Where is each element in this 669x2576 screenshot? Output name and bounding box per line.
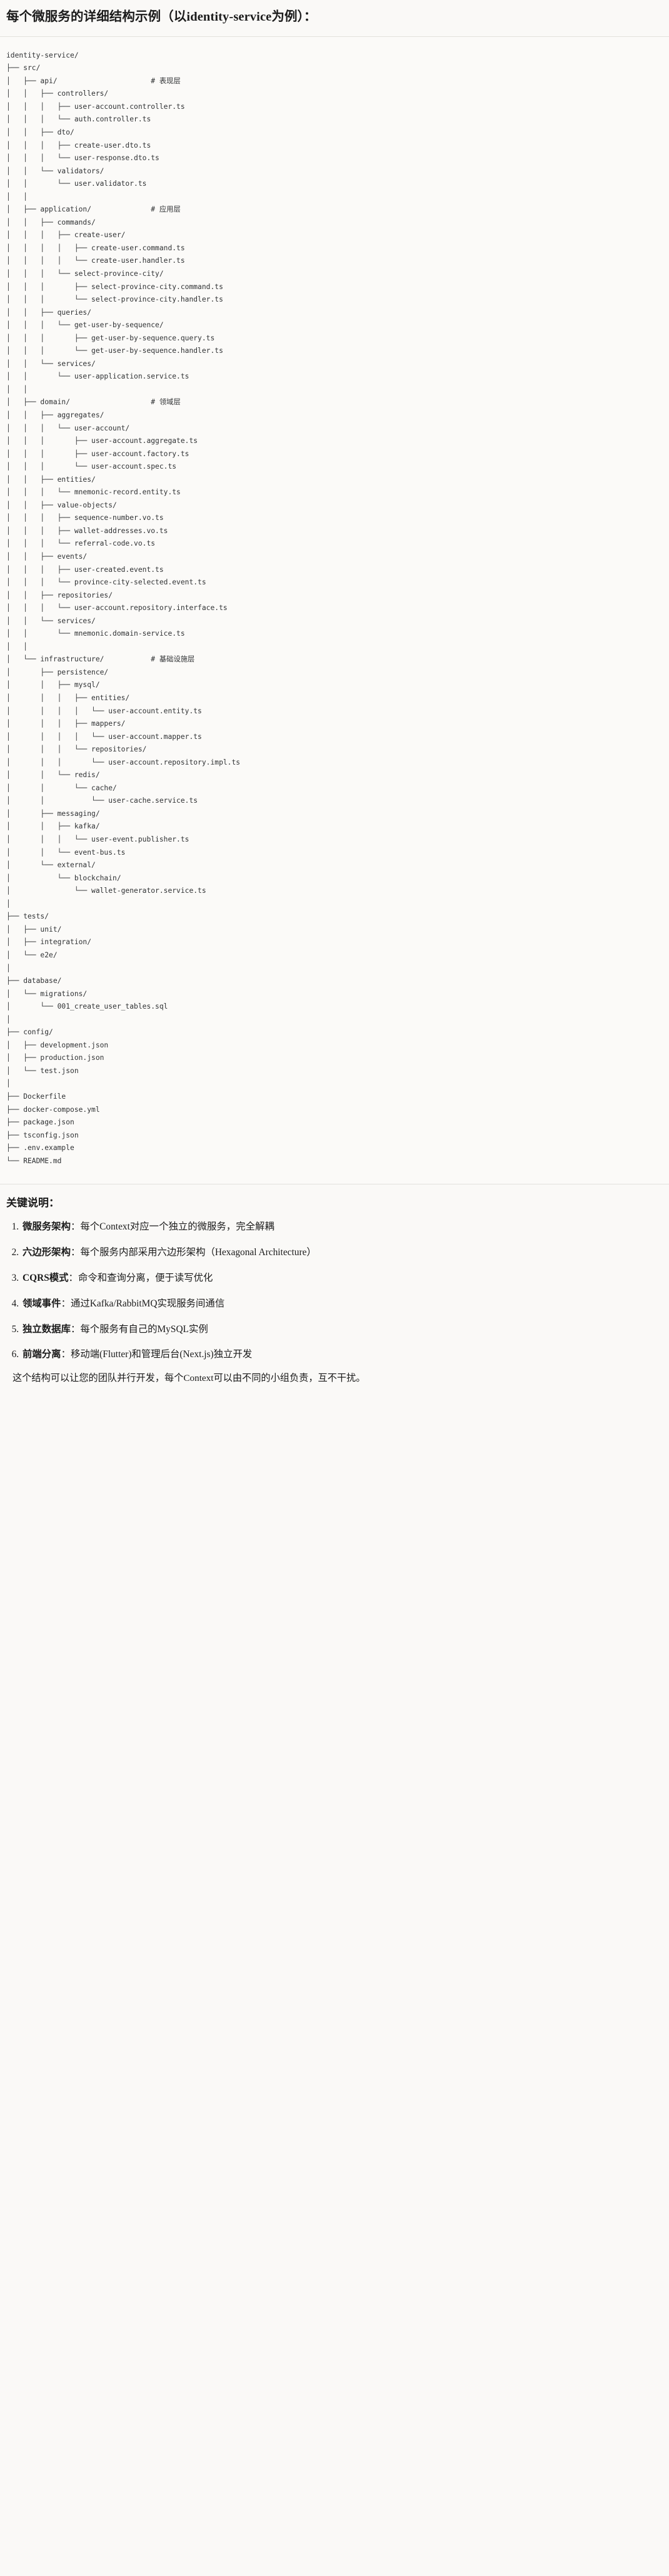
key-point-term: 独立数据库 (23, 1323, 71, 1335)
document-heading-section: 每个微服务的详细结构示例（以identity-service为例）： (0, 0, 669, 37)
key-point-term: CQRS模式 (23, 1272, 69, 1283)
key-point-description: 移动端(Flutter)和管理后台(Next.js)独立开发 (70, 1349, 253, 1360)
key-points-section: 关键说明： 微服务架构：每个Context对应一个独立的微服务，完全解耦 六边形… (0, 1184, 669, 1405)
list-item: 六边形架构：每个服务内部采用六边形架构（Hexagonal Architectu… (21, 1245, 663, 1260)
key-point-term: 六边形架构 (23, 1246, 71, 1258)
key-point-separator: ： (68, 1272, 78, 1283)
directory-tree-block: identity-service/ ├── src/ │ ├── api/ # … (0, 36, 669, 1185)
key-point-separator: ： (70, 1323, 81, 1335)
closing-paragraph: 这个结构可以让您的团队并行开发，每个Context可以由不同的小组负责，互不干扰… (13, 1373, 366, 1384)
key-point-term: 微服务架构 (23, 1221, 71, 1233)
key-point-separator: ： (61, 1349, 71, 1360)
list-item: 领域事件：通过Kafka/RabbitMQ实现服务间通信 (21, 1296, 663, 1311)
key-point-description: 每个服务内部采用六边形架构（Hexagonal Architecture） (80, 1246, 316, 1258)
list-item: 微服务架构：每个Context对应一个独立的微服务，完全解耦 (21, 1219, 663, 1235)
key-points-list: 微服务架构：每个Context对应一个独立的微服务，完全解耦 六边形架构：每个服… (6, 1219, 663, 1362)
key-point-separator: ： (70, 1221, 81, 1233)
key-point-description: 每个Context对应一个独立的微服务，完全解耦 (80, 1221, 274, 1233)
page-title: 每个微服务的详细结构示例（以identity-service为例）： (6, 10, 317, 24)
list-item: 独立数据库：每个服务有自己的MySQL实例 (21, 1322, 663, 1337)
key-points-title: 关键说明： (6, 1197, 59, 1209)
directory-tree-text: identity-service/ ├── src/ │ ├── api/ # … (6, 51, 241, 1165)
key-point-term: 领域事件 (23, 1298, 61, 1309)
list-item: 前端分离：移动端(Flutter)和管理后台(Next.js)独立开发 (21, 1347, 663, 1362)
key-point-description: 通过Kafka/RabbitMQ实现服务间通信 (70, 1298, 225, 1309)
key-point-separator: ： (61, 1298, 71, 1309)
key-point-term: 前端分离 (23, 1349, 61, 1360)
key-point-description: 每个服务有自己的MySQL实例 (80, 1323, 208, 1335)
list-item: CQRS模式：命令和查询分离，便于读写优化 (21, 1271, 663, 1286)
key-point-separator: ： (70, 1246, 81, 1258)
key-point-description: 命令和查询分离，便于读写优化 (78, 1272, 213, 1283)
